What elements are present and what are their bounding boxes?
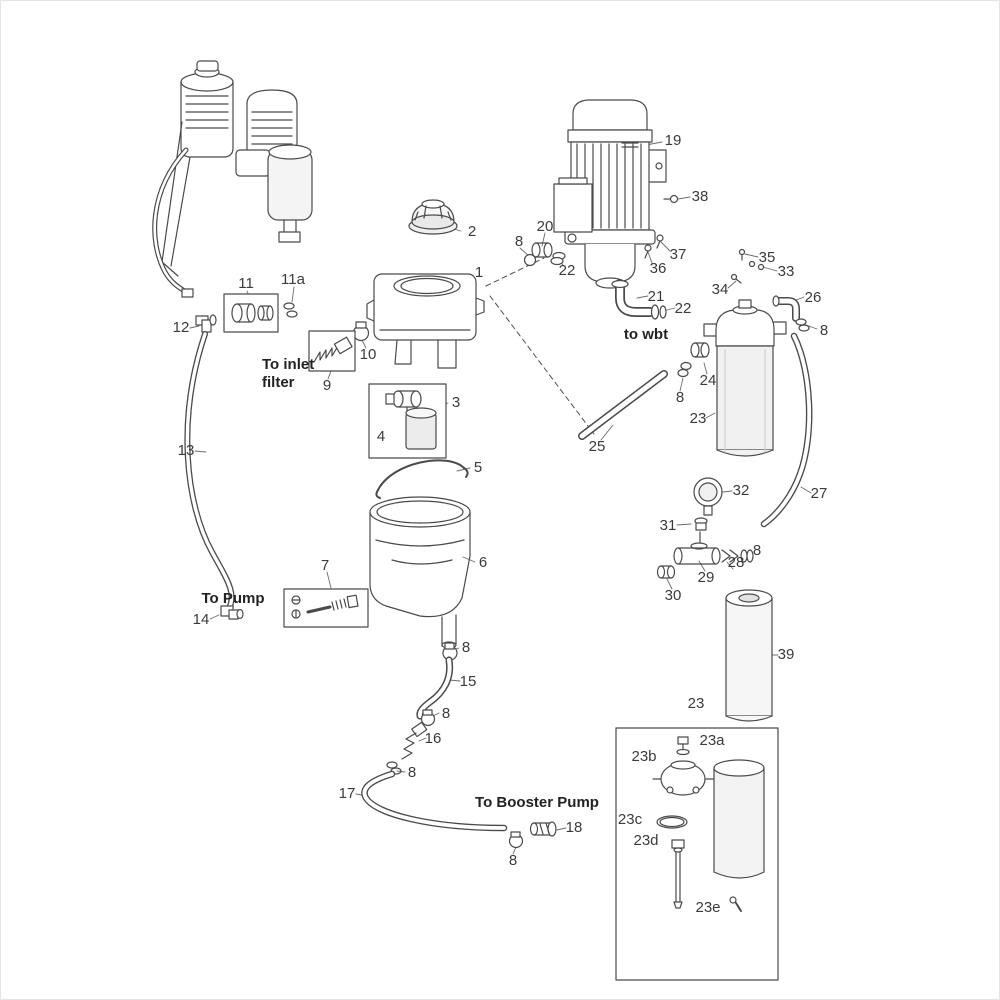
- label-30: 30: [664, 587, 682, 604]
- label-8-3: 8: [675, 389, 685, 406]
- elbow-fitting-14: [220, 605, 244, 620]
- clamp-8-below-15: [420, 709, 436, 727]
- label-4: 4: [376, 428, 386, 445]
- tee-29-barb-28-fitting-30: [656, 531, 754, 579]
- label-8-6: 8: [441, 705, 451, 722]
- label-23e: 23e: [695, 899, 721, 916]
- label-1: 1: [474, 264, 484, 281]
- label-7: 7: [320, 557, 330, 574]
- label-to-wbt: to wbt: [623, 326, 669, 343]
- assembled-pump-unit: [152, 60, 313, 298]
- label-8-8: 8: [508, 852, 518, 869]
- label-3: 3: [451, 394, 461, 411]
- label-to-pump: To Pump: [201, 590, 265, 607]
- label-39: 39: [777, 646, 795, 663]
- hose-17: [361, 770, 508, 832]
- tank-body-6: [369, 496, 471, 649]
- label-8-1: 8: [514, 233, 524, 250]
- label-29: 29: [697, 569, 715, 586]
- label-8-4: 8: [752, 542, 762, 559]
- valve-kit-11: [223, 293, 279, 333]
- label-37: 37: [669, 246, 687, 263]
- label-22-1: 22: [558, 262, 576, 279]
- label-9: 9: [322, 377, 332, 394]
- label-24: 24: [699, 372, 717, 389]
- bolt-38: [663, 194, 679, 204]
- tube-25: [578, 370, 668, 440]
- label-26: 26: [804, 289, 822, 306]
- elbow-21-ring-22: [611, 279, 667, 320]
- elbow-26-clamp-8: [772, 295, 810, 332]
- bolts-36-37: [644, 234, 664, 259]
- label-23d: 23d: [633, 832, 659, 849]
- filter-assembly-23: [703, 299, 787, 457]
- fittings-20-8-22: [523, 242, 566, 267]
- label-19: 19: [664, 132, 682, 149]
- label-14: 14: [192, 611, 210, 628]
- hose-13: [184, 331, 235, 613]
- inlet-fitting-9: [308, 330, 356, 372]
- label-20: 20: [536, 218, 554, 235]
- clamp-8-tank-outlet: [442, 642, 458, 661]
- tank-cap: [408, 199, 458, 235]
- screws-35-33-34: [730, 248, 765, 284]
- adapter-31: [694, 517, 708, 531]
- barbed-fitting-18: [529, 821, 557, 837]
- pump-kit-3-4: [368, 383, 447, 459]
- label-27: 27: [810, 485, 828, 502]
- label-38: 38: [691, 188, 709, 205]
- label-10: 10: [359, 346, 377, 363]
- label-23b: 23b: [631, 748, 657, 765]
- label-11: 11: [238, 275, 254, 292]
- label-23c: 23c: [617, 811, 643, 828]
- filter-cartridge-39: [725, 589, 773, 722]
- label-36: 36: [649, 260, 667, 277]
- label-6: 6: [478, 554, 488, 571]
- label-to-booster-pump: To Booster Pump: [475, 794, 599, 811]
- gauge-32: [693, 477, 723, 516]
- screw-kit-7: [283, 588, 369, 628]
- label-15: 15: [459, 673, 477, 690]
- hose-clamp-10: [352, 321, 370, 342]
- fittings-24-ring-8: [677, 342, 710, 378]
- electric-motor-19: [553, 99, 667, 289]
- label-23a: 23a: [699, 732, 725, 749]
- label-12: 12: [172, 319, 190, 336]
- label-8-5: 8: [461, 639, 471, 656]
- tank-top-housing: [366, 273, 485, 369]
- label-13: 13: [177, 442, 195, 459]
- label-33: 33: [777, 263, 795, 280]
- label-17: 17: [338, 785, 356, 802]
- label-to-inlet-filter: To inlet filter: [262, 356, 315, 391]
- clamp-8-booster: [508, 831, 524, 849]
- barbed-fitting-16: [401, 721, 428, 760]
- label-32: 32: [732, 482, 750, 499]
- label-22-2: 22: [674, 300, 692, 317]
- label-11a: 11a: [281, 271, 305, 288]
- label-8-7: 8: [407, 764, 417, 781]
- label-25: 25: [588, 438, 606, 455]
- label-23-inset: 23: [687, 695, 705, 712]
- o-rings-11a: [283, 302, 298, 318]
- label-21: 21: [647, 288, 665, 305]
- label-16: 16: [424, 730, 442, 747]
- label-18: 18: [565, 819, 583, 836]
- label-5: 5: [473, 459, 483, 476]
- label-2: 2: [467, 223, 477, 240]
- label-23-main: 23: [689, 410, 707, 427]
- label-8-2: 8: [819, 322, 829, 339]
- elbow-hose-15: [416, 656, 454, 720]
- label-31: 31: [659, 517, 677, 534]
- hose-27: [760, 332, 813, 528]
- label-35: 35: [758, 249, 776, 266]
- label-28: 28: [727, 554, 745, 571]
- handle-5: [375, 459, 469, 499]
- inset-detail-box-23: [615, 727, 779, 981]
- label-34: 34: [711, 281, 729, 298]
